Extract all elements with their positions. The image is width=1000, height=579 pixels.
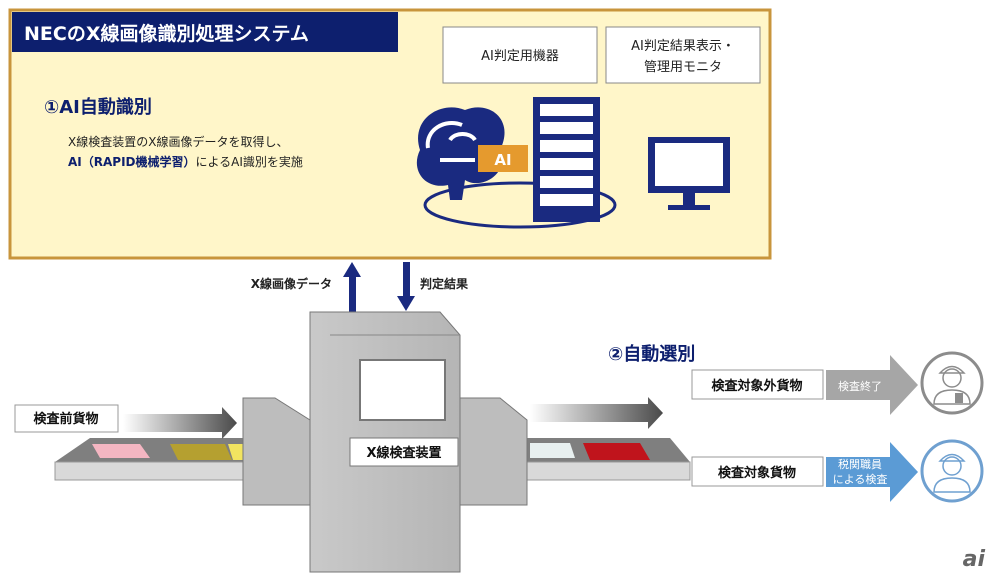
- ai-logo: ai: [963, 547, 986, 572]
- xray-data-label: X線画像データ: [251, 276, 332, 291]
- ai-desc-tail: によるAI識別を実施: [196, 154, 303, 169]
- page-title: NECのX線画像識別処理システム: [24, 22, 309, 45]
- target-label: 検査対象貨物: [718, 465, 796, 481]
- monitor-label-box: [605, 26, 761, 84]
- ai-badge-label: AI: [494, 151, 511, 169]
- not-target-box: [691, 369, 824, 400]
- output-arrow: [530, 397, 663, 429]
- ai-device-label-box: [442, 26, 598, 84]
- customs-officer-icon: [920, 439, 984, 503]
- ai-section-heading: ①AI自動識別: [44, 96, 152, 118]
- target-action-line2: による検査: [833, 472, 888, 486]
- input-arrow: [123, 407, 237, 439]
- sorting-heading: ②自動選別: [608, 343, 695, 365]
- xray-data-up-arrow: [343, 262, 361, 313]
- cargo-olive: [170, 444, 232, 460]
- ai-desc-line1: X線検査装置のX線画像データを取得し、: [68, 134, 288, 149]
- judgement-down-arrow: [397, 262, 415, 311]
- xray-inspection-machine: X線検査装置: [242, 311, 528, 573]
- cargo-white: [530, 443, 575, 458]
- monitor-icon: [648, 137, 730, 210]
- machine-screen: [359, 359, 446, 421]
- target-arrow: [826, 442, 918, 502]
- inspector-gray-icon: [920, 351, 984, 415]
- ai-device-label: AI判定用機器: [481, 49, 559, 64]
- pre-cargo-box: [14, 404, 119, 433]
- cargo-red: [583, 443, 650, 460]
- not-target-arrow: [826, 355, 918, 415]
- ai-badge: [478, 145, 528, 172]
- server-icon: [533, 97, 600, 222]
- judgement-result-label: 判定結果: [420, 276, 468, 291]
- title-bar: [12, 12, 398, 52]
- conveyor-right: [519, 438, 691, 481]
- ai-desc-line2: AI（RAPID機械学習）によるAI識別を実施: [68, 154, 303, 169]
- not-target-action: 検査終了: [838, 379, 882, 393]
- pre-cargo-label: 検査前貨物: [33, 411, 98, 427]
- target-box: [691, 456, 824, 487]
- not-target-label: 検査対象外貨物: [711, 378, 802, 394]
- ai-desc-rapid: AI（RAPID機械学習）: [68, 154, 196, 169]
- target-action-line1: 税関職員: [838, 457, 882, 471]
- ai-system-panel: NECのX線画像識別処理システム ①AI自動識別 X線検査装置のX線画像データを…: [8, 8, 772, 260]
- brain-icon: [416, 107, 617, 229]
- cargo-pink: [92, 444, 150, 458]
- conveyor-left: [54, 438, 255, 481]
- monitor-label-line1: AI判定結果表示・: [631, 39, 735, 54]
- machine-label: X線検査装置: [366, 445, 441, 461]
- monitor-label-line2: 管理用モニタ: [644, 60, 722, 75]
- machine-label-box: [349, 437, 459, 467]
